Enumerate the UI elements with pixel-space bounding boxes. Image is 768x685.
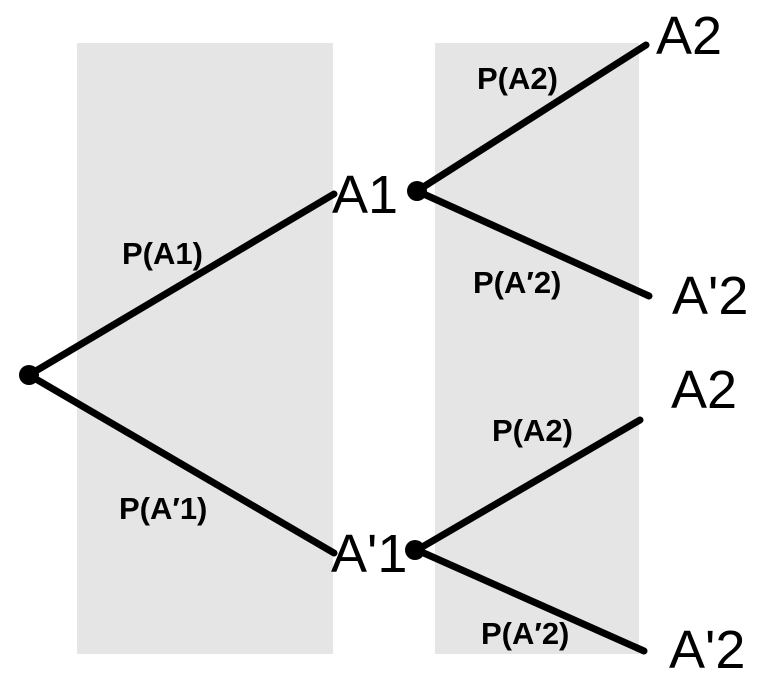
stage-2-band [435, 43, 639, 654]
a1-prime-node-dot [405, 540, 425, 560]
root-node-dot [19, 365, 39, 385]
node-label-a2-prime-upper: A'2 [672, 266, 748, 326]
node-label-a2-prime-lower: A'2 [669, 620, 745, 680]
edge-labels: P(A1) P(A′1) P(A2) P(A′2) P(A2) P(A′2) [119, 61, 573, 651]
edge-label-p-a2-prime-upper: P(A′2) [473, 265, 561, 300]
edge-label-p-a1-prime: P(A′1) [119, 491, 207, 526]
branch-a1-to-a2 [413, 41, 650, 195]
node-dots [19, 181, 427, 560]
node-labels: A1 A'1 A2 A'2 A2 A'2 [331, 6, 748, 680]
branch-root-to-a1-prime [25, 371, 338, 557]
node-label-a1-prime: A'1 [331, 524, 407, 584]
node-label-a1: A1 [332, 165, 398, 225]
stage-1-band [77, 43, 333, 654]
edge-label-p-a2-lower: P(A2) [492, 413, 573, 448]
edge-label-p-a2-upper: P(A2) [477, 61, 558, 96]
branch-a1-to-a2-prime [413, 187, 653, 300]
node-label-a2-lower: A2 [671, 360, 737, 420]
edge-label-p-a2-prime-lower: P(A′2) [481, 616, 569, 651]
branch-a1-prime-to-a2-prime [413, 546, 648, 655]
branches [25, 41, 653, 655]
branch-root-to-a1 [25, 190, 338, 379]
edge-label-p-a1: P(A1) [122, 236, 203, 271]
branch-a1-prime-to-a2 [413, 416, 644, 554]
node-label-a2-upper: A2 [656, 6, 722, 66]
a1-node-dot [407, 181, 427, 201]
